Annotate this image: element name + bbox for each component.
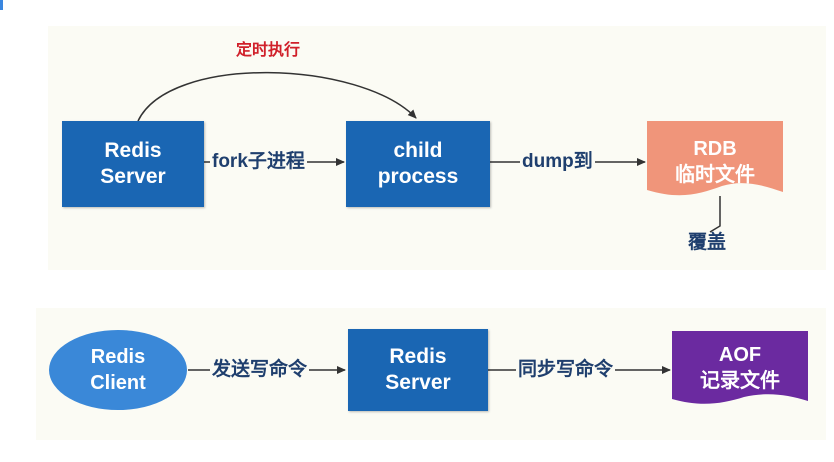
sync-write-label: 同步写命令	[516, 359, 616, 381]
rdb-document-text: RDB 临时文件	[647, 136, 783, 188]
child-process-line2: process	[377, 165, 459, 188]
aof-document-line1: AOF	[718, 344, 762, 366]
schedule-arrow	[137, 71, 417, 122]
redis-client-ellipse	[49, 330, 187, 410]
fork-label: fork子进程	[210, 151, 307, 173]
rdb-document-line1: RDB	[693, 138, 737, 160]
redis-server-line1: Redis	[104, 139, 162, 162]
child-process-box: child process	[346, 121, 490, 207]
aof-redis-server-line1: Redis	[389, 345, 447, 368]
corner-accent	[0, 0, 3, 10]
rdb-document-shape	[647, 121, 783, 196]
rdb-document-line2: 临时文件	[675, 164, 755, 186]
overwrite-connector	[709, 196, 721, 233]
schedule-label: 定时执行	[236, 42, 301, 59]
overwrite-label: 覆盖	[688, 232, 727, 253]
dump-label: dump到	[520, 151, 595, 173]
aof-document-line2: 记录文件	[700, 370, 780, 392]
child-process-line1: child	[393, 139, 443, 162]
send-write-label: 发送写命令	[210, 359, 310, 381]
aof-redis-server-box: Redis Server	[348, 329, 488, 411]
aof-document-shape	[672, 331, 808, 404]
redis-client-text: Redis Client	[49, 344, 187, 396]
aof-document-text: AOF 记录文件	[672, 342, 808, 394]
redis-client-line1: Redis	[90, 346, 146, 368]
redis-client-line2: Client	[90, 372, 146, 394]
aof-redis-server-line2: Server	[385, 371, 451, 394]
redis-server-box: Redis Server	[62, 121, 204, 207]
redis-server-line2: Server	[100, 165, 166, 188]
